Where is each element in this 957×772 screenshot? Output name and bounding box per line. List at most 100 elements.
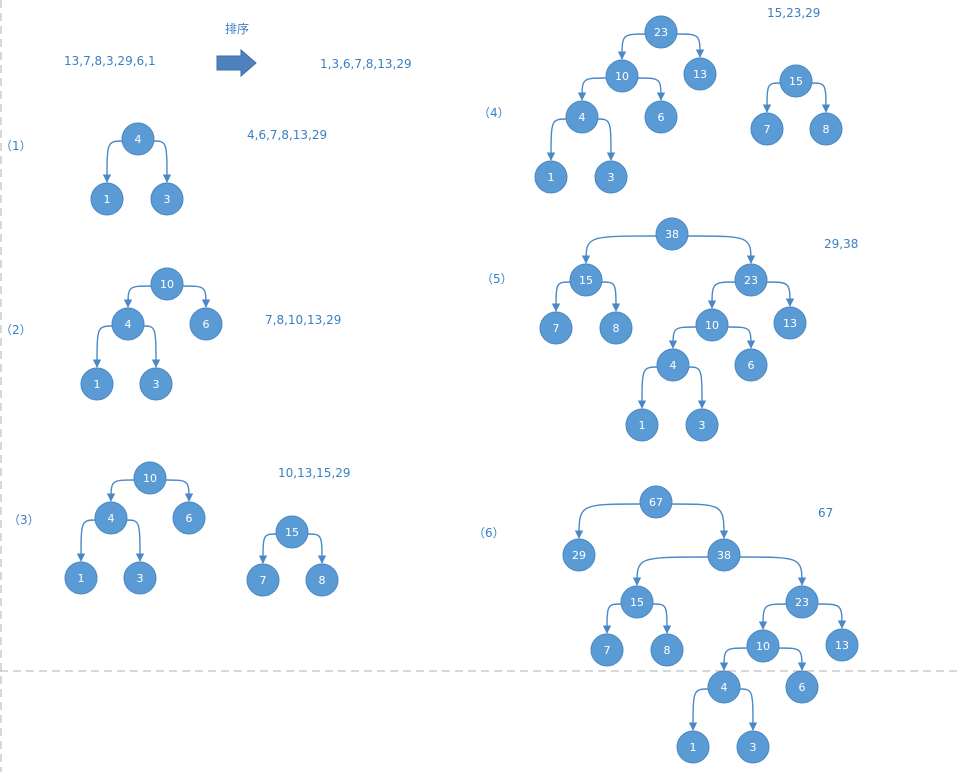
tree-node: 15 <box>569 263 603 297</box>
node-circle <box>639 485 673 519</box>
node-value: 4 <box>108 512 115 525</box>
node-value: 8 <box>823 123 830 136</box>
tree-node: 3 <box>594 160 628 194</box>
node-circle <box>734 348 768 382</box>
step-label-2: （2） <box>0 323 32 337</box>
tree-edge <box>758 603 788 630</box>
node-value: 7 <box>553 322 560 335</box>
node-circle <box>121 122 155 156</box>
tree-node: 6 <box>785 670 819 704</box>
tree-edge <box>546 118 568 161</box>
tree-edge <box>152 140 172 183</box>
tree-edge <box>668 326 698 349</box>
tree-node: 10 <box>150 267 184 301</box>
node-circle <box>565 100 599 134</box>
node-circle <box>707 670 741 704</box>
tree-node: 10 <box>746 629 780 663</box>
tree-node: 13 <box>825 628 859 662</box>
node-value: 10 <box>705 319 719 332</box>
step-label-3: （3） <box>8 513 40 527</box>
node-value: 8 <box>613 322 620 335</box>
node-circle <box>246 563 280 597</box>
node-circle <box>785 670 819 704</box>
sorted-sequence: 1,3,6,7,8,13,29 <box>320 57 412 71</box>
tree-edge <box>596 118 616 161</box>
node-circle <box>656 348 690 382</box>
node-value: 1 <box>690 741 697 754</box>
node-circle <box>809 112 843 146</box>
input-sequence: 13,7,8,3,29,6,1 <box>64 54 156 68</box>
node-value: 10 <box>160 278 174 291</box>
tree-edge <box>687 366 707 409</box>
tree-node: 8 <box>305 563 339 597</box>
tree-node: 4 <box>565 100 599 134</box>
tree-node: 4 <box>121 122 155 156</box>
tree-edge <box>777 647 807 671</box>
step-label-5: （5） <box>481 272 513 286</box>
tree-edge <box>765 281 795 307</box>
node-value: 6 <box>748 359 755 372</box>
tree-edge <box>810 82 831 113</box>
node-circle <box>94 501 128 535</box>
node-value: 6 <box>186 512 193 525</box>
tree-node: 29 <box>562 538 596 572</box>
node-circle <box>150 267 184 301</box>
node-value: 3 <box>699 419 706 432</box>
remaining-sequence-6: 67 <box>818 506 833 520</box>
node-value: 23 <box>795 596 809 609</box>
tree-node: 1 <box>534 160 568 194</box>
node-circle <box>750 112 784 146</box>
node-circle <box>539 311 573 345</box>
remaining-sequence-3: 10,13,15,29 <box>278 466 351 480</box>
node-value: 38 <box>717 549 731 562</box>
node-circle <box>90 182 124 216</box>
node-circle <box>605 59 639 93</box>
node-value: 29 <box>572 549 586 562</box>
node-value: 1 <box>78 572 85 585</box>
step-label-1: （1） <box>0 139 32 153</box>
tree-node: 1 <box>625 408 659 442</box>
node-circle <box>133 461 167 495</box>
tree-node: 10 <box>133 461 167 495</box>
node-value: 7 <box>764 123 771 136</box>
node-value: 13 <box>693 68 707 81</box>
node-value: 23 <box>744 274 758 287</box>
tree-node: 13 <box>773 306 807 340</box>
node-circle <box>676 730 710 764</box>
node-circle <box>683 57 717 91</box>
remaining-sequence-4: 15,23,29 <box>767 6 820 20</box>
node-circle <box>773 306 807 340</box>
node-value: 4 <box>135 133 142 146</box>
node-value: 15 <box>630 596 644 609</box>
tree-node: 3 <box>685 408 719 442</box>
tree-node: 3 <box>150 182 184 216</box>
tree-node: 8 <box>599 311 633 345</box>
node-value: 6 <box>203 318 210 331</box>
node-value: 3 <box>164 193 171 206</box>
node-circle <box>736 730 770 764</box>
tree-edge <box>102 140 124 183</box>
tree-node: 15 <box>275 515 309 549</box>
tree-edge <box>164 479 194 502</box>
tree-edge <box>76 519 97 562</box>
tree-node: 4 <box>94 501 128 535</box>
node-circle <box>620 585 654 619</box>
node-value: 1 <box>639 419 646 432</box>
node-circle <box>644 100 678 134</box>
tree-edge <box>123 285 153 308</box>
tree-node: 38 <box>655 217 689 251</box>
node-circle <box>172 501 206 535</box>
node-circle <box>707 538 741 572</box>
tree-edge <box>738 688 758 731</box>
tree-edge <box>637 366 659 409</box>
node-value: 13 <box>835 639 849 652</box>
tree-edge <box>632 556 710 586</box>
tree-node: 7 <box>590 633 624 667</box>
node-value: 38 <box>665 228 679 241</box>
node-value: 67 <box>649 496 663 509</box>
node-value: 3 <box>153 378 160 391</box>
node-value: 4 <box>125 318 132 331</box>
node-circle <box>80 367 114 401</box>
node-value: 23 <box>654 26 668 39</box>
tree-edge <box>181 285 211 308</box>
